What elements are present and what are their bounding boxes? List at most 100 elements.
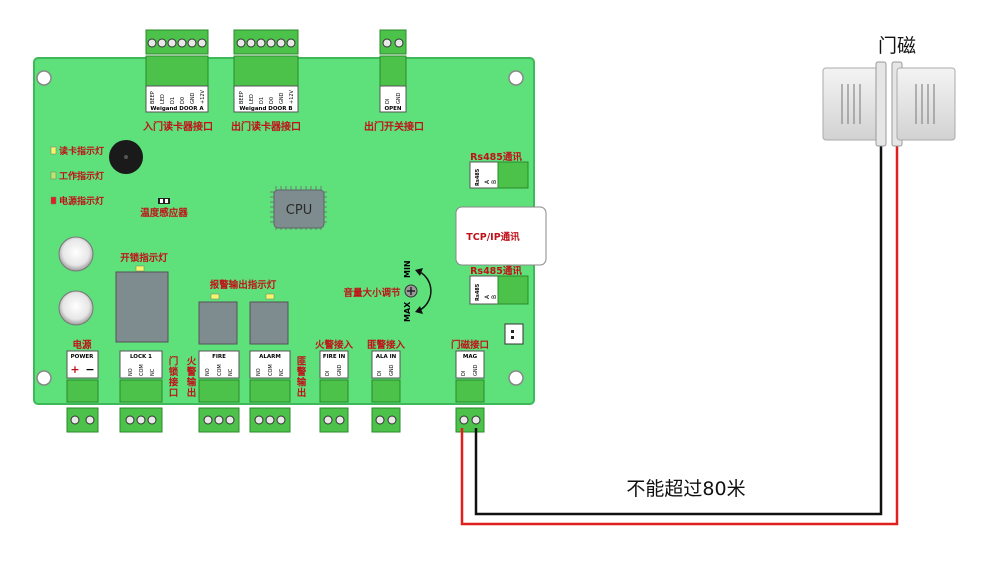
wire-red: [460, 140, 899, 526]
pin-label: LED: [249, 94, 255, 104]
temp-sensor-pad: [160, 199, 163, 203]
power-title: 电源: [72, 339, 92, 351]
connector-caption: 出门开关接口: [364, 120, 424, 133]
screw: [335, 415, 345, 425]
screw: [85, 415, 95, 425]
mounting-hole: [36, 70, 52, 86]
tcpip-port: TCP/IP通讯: [455, 206, 547, 266]
connector-caption: 入门读卡器接口: [143, 120, 213, 133]
pin-label: NO: [128, 368, 134, 376]
pin-label: GND: [279, 92, 285, 104]
screw: [147, 415, 157, 425]
pin-label: BEEP: [239, 91, 245, 104]
connector-name: MAG: [463, 354, 478, 360]
terminal-base: [198, 379, 240, 403]
power-plus: +: [70, 363, 79, 376]
pin-label: GND: [473, 364, 479, 376]
alarm-side-label: 匪警输出: [295, 356, 307, 398]
connector-name: ALA IN: [376, 354, 397, 360]
sensor-left-body: [822, 67, 882, 141]
pin-label: +12V: [200, 89, 206, 104]
relay-lock: [115, 271, 169, 343]
pin-label: GND: [190, 92, 196, 104]
screw: [236, 38, 246, 48]
reader-a-connector: BEEP LED D1 D0 GND +12V Weigand DOOR A 入…: [143, 29, 213, 133]
terminal-base: [66, 379, 99, 403]
fire-in-title: 火警接入: [315, 339, 354, 351]
wire-distance-note: 不能超过80米: [626, 478, 745, 500]
led-unlock: [135, 265, 145, 272]
relay-fire: [198, 301, 238, 345]
connector-label-box: [319, 350, 349, 379]
screw: [214, 415, 224, 425]
led-card-read-label: 读卡指示灯: [59, 145, 104, 157]
fire-connector: 火警输出 FIRE NO COM NC: [185, 350, 240, 433]
sensor-right-body: [896, 67, 956, 141]
screw: [246, 38, 256, 48]
buzzer-hole: [124, 155, 128, 159]
sensor-left-flange: [875, 61, 887, 147]
cpu-chip: CPU: [270, 186, 327, 230]
terminal-base: [455, 379, 485, 403]
pin-label: GND: [389, 364, 395, 376]
rotate-arrow-icon: [419, 271, 432, 311]
screw: [125, 415, 135, 425]
arrow-head-icon: [415, 306, 423, 314]
reader-b-connector: BEEP LED D1 D0 GND +12V Weigand DOOR B 出…: [231, 29, 301, 133]
ala-in-title: 匪警接入: [367, 339, 406, 351]
led-work-label: 工作指示灯: [59, 170, 104, 182]
pin-label: DI: [385, 99, 391, 104]
volume-control: 音量大小调节 MIN MAX: [343, 260, 432, 322]
power-connector: 电源 POWER + −: [66, 339, 99, 433]
screw: [254, 415, 264, 425]
connector-label-box: [119, 350, 163, 379]
screw: [203, 415, 213, 425]
sensor-grooves: [841, 84, 935, 124]
pin-label: D1: [170, 97, 176, 104]
tcpip-label: TCP/IP通讯: [466, 231, 520, 243]
led-work: [50, 171, 57, 180]
rs485-pin-box: [469, 161, 499, 189]
pin-label-box: [145, 85, 209, 113]
terminal-base: [145, 55, 209, 87]
connector-name: Weigand DOOR B: [239, 106, 292, 112]
board-button-1: [58, 236, 94, 272]
volume-max: MAX: [403, 301, 412, 322]
rs485-pin: B: [491, 180, 498, 184]
led-alarm-out-2: [265, 293, 275, 300]
terminal-block: [497, 161, 529, 189]
pin-label: NC: [150, 368, 156, 376]
terminal-base: [249, 379, 291, 403]
temp-sensor-chip: [158, 198, 170, 204]
pin-label: COM: [139, 364, 145, 376]
terminal-base: [371, 379, 401, 403]
indicator-leds: 读卡指示灯 工作指示灯 电源指示灯: [50, 145, 104, 207]
screw-row: [236, 38, 296, 48]
screw: [167, 38, 177, 48]
wire-black: [474, 140, 883, 516]
connector-name: FIRE IN: [323, 354, 346, 360]
mag-title: 门磁接口: [451, 339, 489, 351]
rs485-top-label: Rs485通讯: [470, 151, 522, 163]
connector-name: OPEN: [384, 106, 401, 112]
pin-label: NC: [228, 368, 234, 376]
screw: [70, 415, 80, 425]
screw: [394, 38, 404, 48]
screw: [266, 38, 276, 48]
door-sensor: 门磁: [822, 35, 956, 147]
temp-sensor-pad: [165, 199, 168, 203]
connector-name: POWER: [71, 354, 95, 360]
volume-min: MIN: [403, 260, 412, 278]
terminal-block: [497, 275, 529, 305]
rs485-top: Rs485通讯 Rs485 A B: [469, 151, 529, 189]
screw: [157, 38, 167, 48]
connector-label-box: [249, 350, 291, 379]
door-sensor-label: 门磁: [878, 35, 916, 57]
screw: [387, 415, 397, 425]
pin-label: COM: [268, 364, 274, 376]
rs485-pin: A: [484, 294, 491, 299]
small-header: [504, 323, 524, 345]
screw: [265, 415, 275, 425]
screw: [323, 415, 333, 425]
